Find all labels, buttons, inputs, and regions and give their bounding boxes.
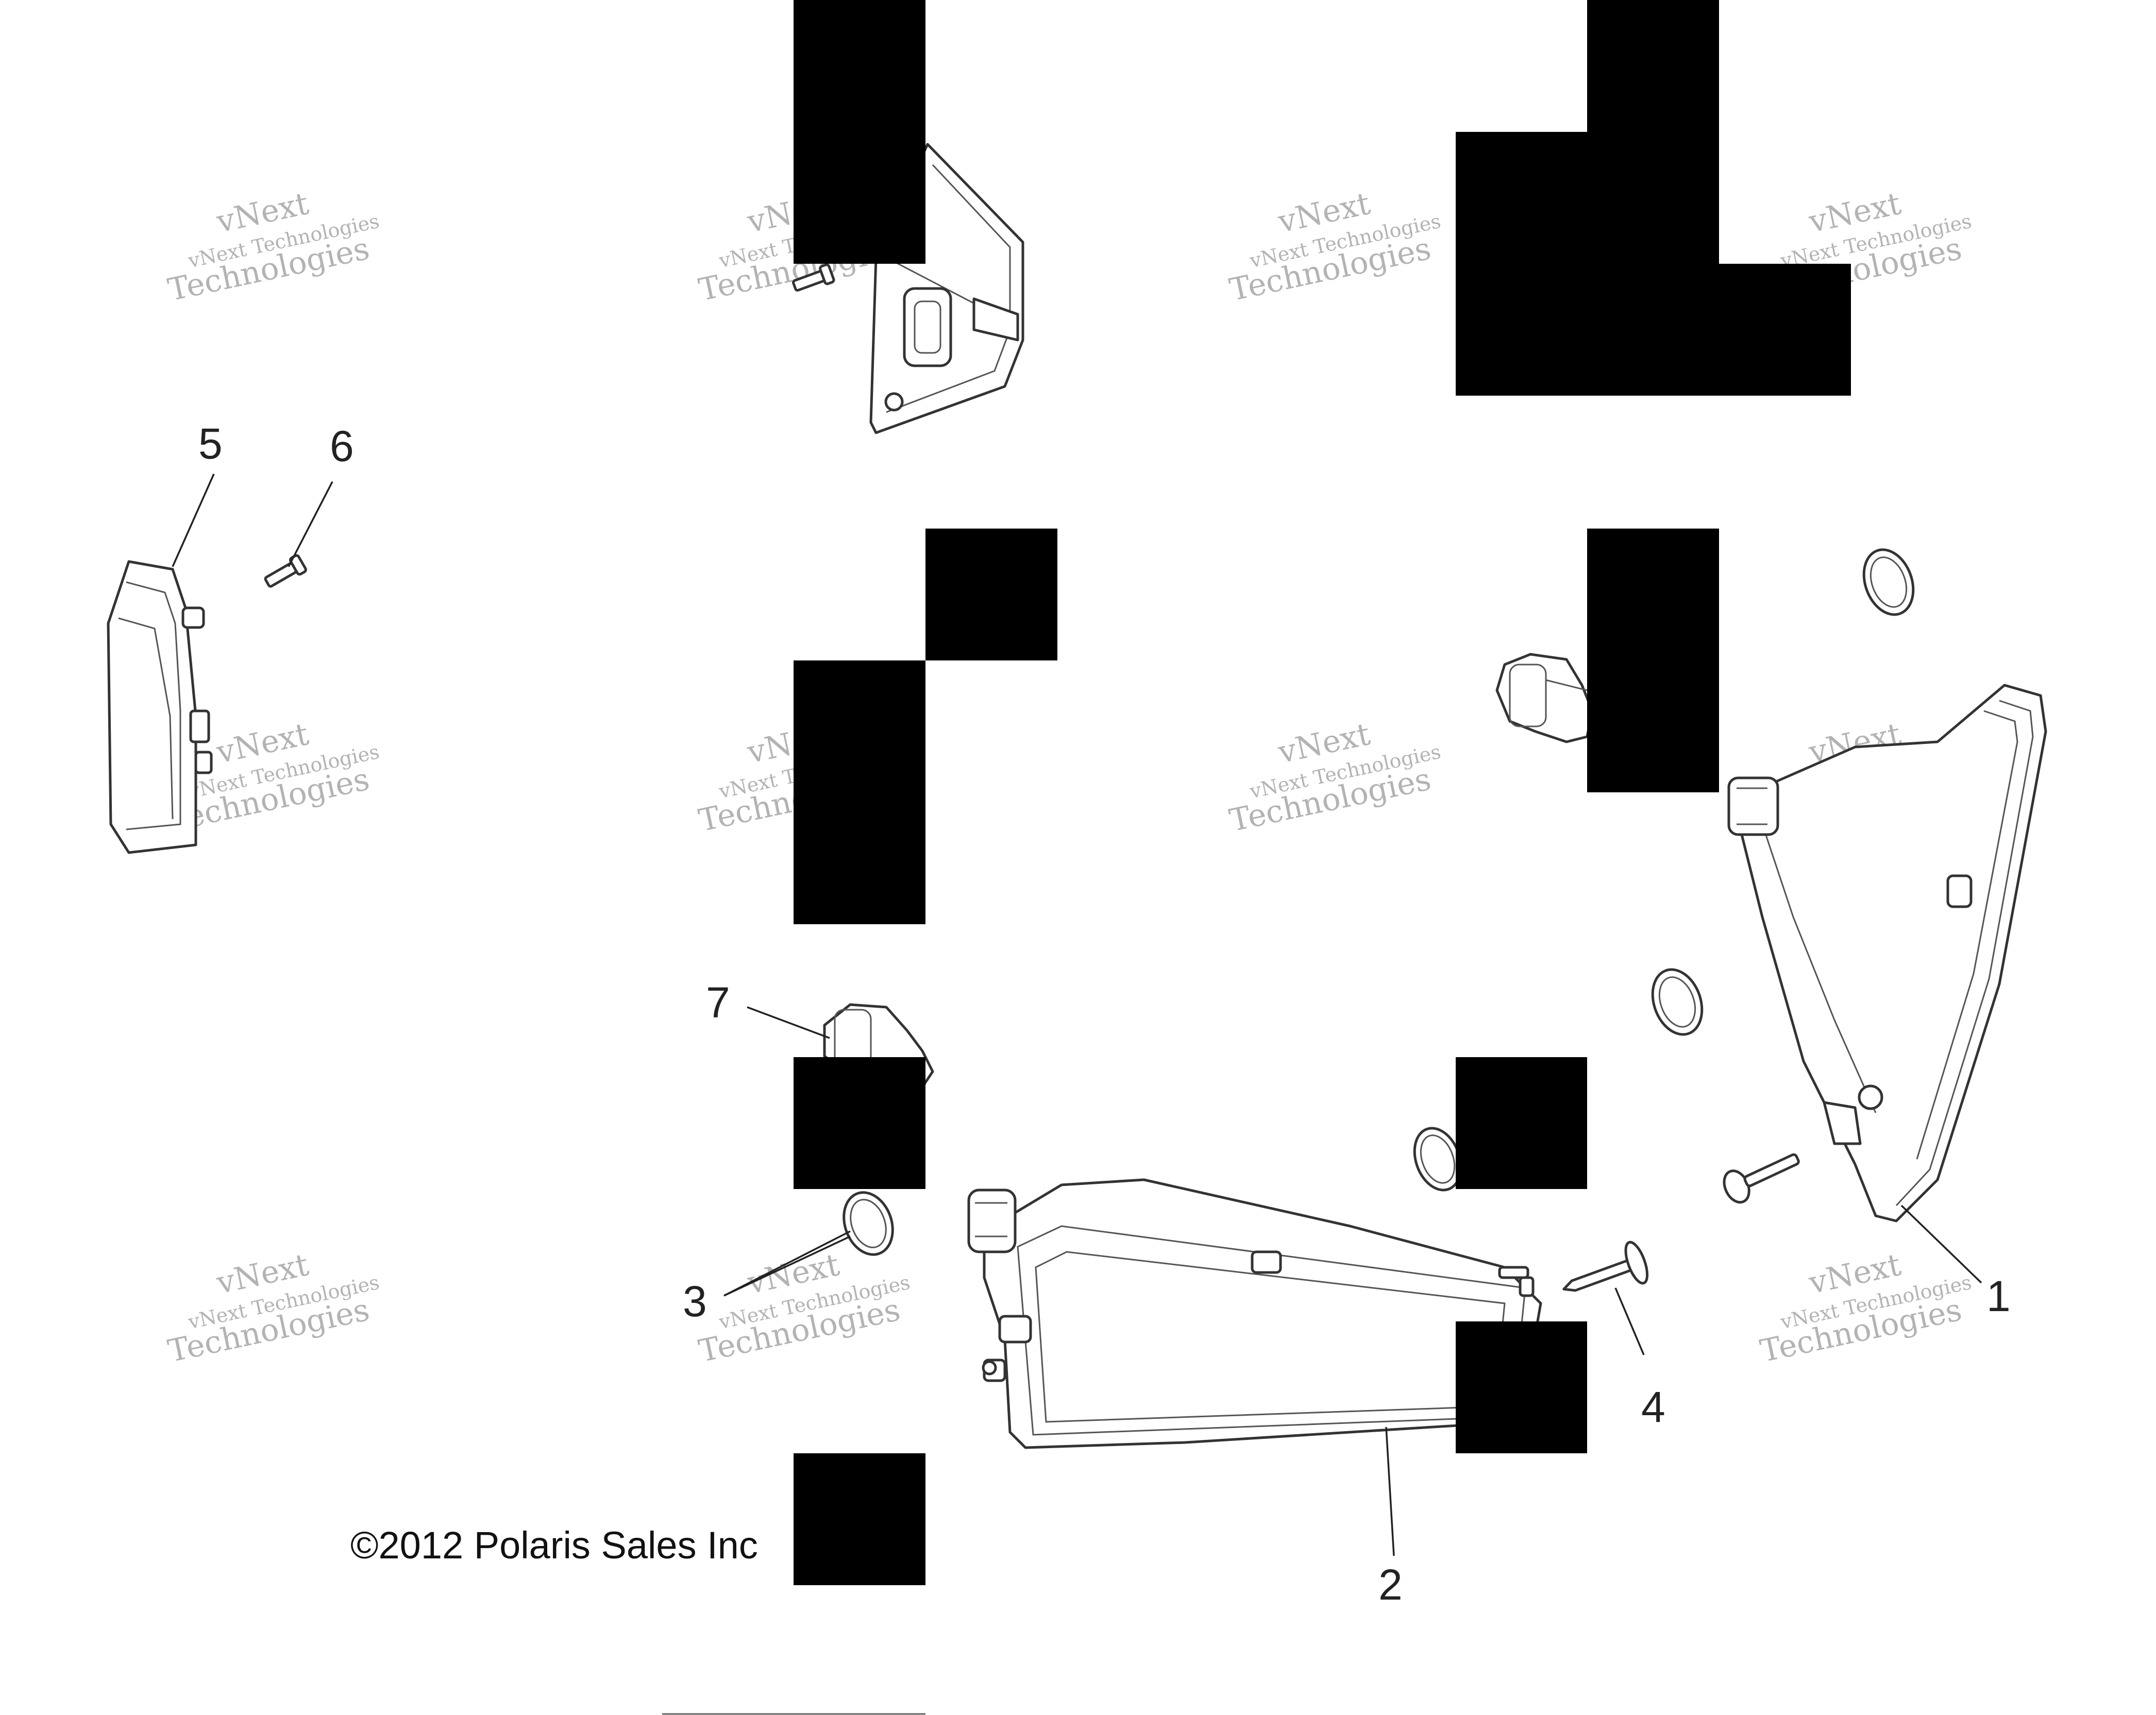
callout-3: 3 (683, 1277, 707, 1326)
leader-lines (172, 473, 1982, 1556)
right-headlight-assembly (1727, 684, 2047, 1222)
callout-7: 7 (706, 978, 730, 1027)
redaction-block (1587, 529, 1719, 792)
redaction-block (794, 0, 925, 264)
redaction-block (794, 1057, 925, 1189)
bulb-icon (1495, 653, 1594, 743)
side-marker-lamp (107, 560, 213, 854)
redaction-block (794, 660, 925, 924)
screw-icon (1723, 1153, 1800, 1204)
callout-4: 4 (1641, 1383, 1665, 1431)
screw-icon (264, 554, 307, 588)
watermark: vNext vNext Technologies Technologies (1226, 716, 1443, 839)
o-ring-icon (1651, 968, 1704, 1036)
callout-5: 5 (198, 419, 223, 468)
watermark: vNext vNext Technologies Technologies (165, 1247, 381, 1369)
callout-labels: 1 2 3 4 5 6 7 (198, 419, 2011, 1609)
redaction-block (1587, 0, 1719, 132)
callout-6: 6 (330, 422, 354, 470)
watermark: vNext vNext Technologies Technologies (1757, 1247, 1974, 1369)
redaction-block (1719, 264, 1851, 396)
watermark: vNext vNext Technologies Technologies (1226, 185, 1443, 308)
redaction-block (1456, 132, 1719, 396)
redaction-block (794, 1453, 925, 1585)
redaction-block (1456, 1057, 1587, 1189)
screw-icon (1562, 1241, 1649, 1292)
o-ring-icon (1862, 548, 1915, 616)
redaction-block (1456, 1321, 1587, 1453)
copyright-notice: ©2012 Polaris Sales Inc (350, 1524, 758, 1567)
callout-2: 2 (1378, 1560, 1403, 1609)
redaction-blocks (794, 0, 1851, 1585)
watermark: vNext vNext Technologies Technologies (696, 1247, 912, 1369)
left-headlight-assembly (967, 1178, 1542, 1449)
o-ring-icon (843, 1191, 894, 1256)
redaction-block (925, 529, 1057, 660)
callout-1: 1 (1986, 1272, 2011, 1320)
watermark: vNext vNext Technologies Technologies (165, 185, 381, 308)
screw-icon (792, 263, 835, 292)
